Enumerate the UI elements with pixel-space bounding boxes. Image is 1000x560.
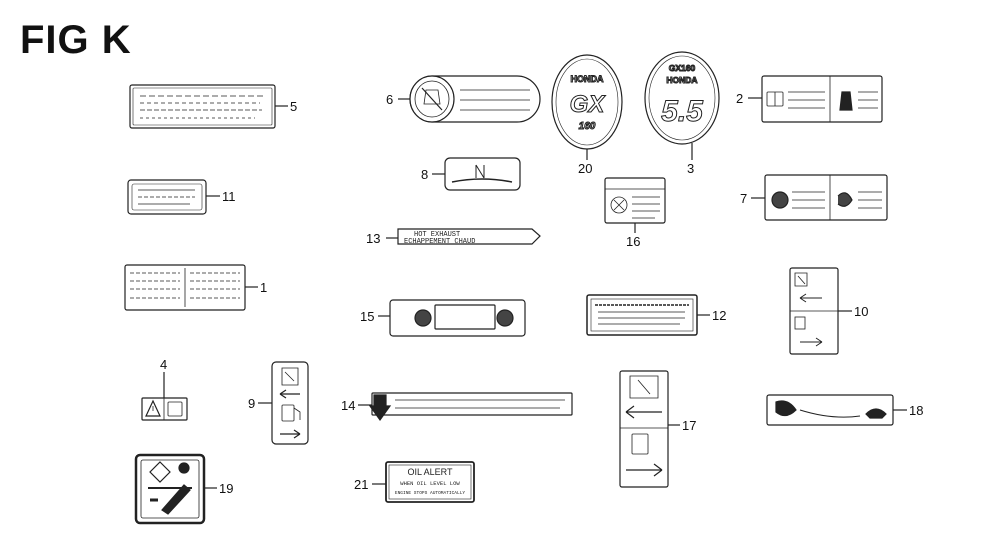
- part-number-11: 11: [222, 189, 236, 204]
- label-15[interactable]: [378, 299, 526, 337]
- emblem20-size: 160: [579, 121, 596, 132]
- emblem3-top: GX160: [669, 63, 696, 73]
- part-number-18: 18: [909, 403, 923, 418]
- emblem3-brand: HONDA: [666, 75, 697, 85]
- part-number-16: 16: [626, 234, 640, 249]
- part-number-21: 21: [354, 477, 368, 492]
- oil-alert-line2: ENGINE STOPS AUTOMATICALLY: [395, 490, 466, 496]
- part-number-8: 8: [421, 167, 428, 182]
- label-6[interactable]: [398, 75, 541, 123]
- part-number-9: 9: [248, 396, 255, 411]
- part-number-10: 10: [854, 304, 868, 319]
- emblem3-hp: 5.5: [661, 95, 704, 128]
- part-number-1: 1: [260, 280, 267, 295]
- label-14[interactable]: [358, 392, 573, 422]
- label-9[interactable]: [258, 361, 309, 445]
- part-number-2: 2: [736, 91, 743, 106]
- part-number-17: 17: [682, 418, 696, 433]
- emblem-20[interactable]: [551, 54, 623, 160]
- label-12[interactable]: [586, 294, 710, 336]
- emblem20-brand: HONDA: [571, 74, 604, 84]
- label-2[interactable]: [748, 75, 883, 123]
- label-21[interactable]: [372, 461, 475, 503]
- part-number-5: 5: [290, 99, 297, 114]
- oil-alert-title: OIL ALERT: [407, 467, 453, 477]
- label-1[interactable]: [124, 264, 258, 311]
- figure-title: FIG K: [20, 18, 132, 62]
- part-number-19: 19: [219, 481, 233, 496]
- part-number-12: 12: [712, 308, 726, 323]
- emblem-3[interactable]: [644, 51, 720, 160]
- label-7[interactable]: [751, 174, 888, 221]
- part-number-14: 14: [341, 398, 355, 413]
- label-13[interactable]: [386, 228, 541, 245]
- label-19[interactable]: [134, 453, 217, 525]
- label-16[interactable]: [604, 177, 666, 233]
- label-4[interactable]: [141, 372, 188, 421]
- label-5[interactable]: [129, 84, 288, 129]
- exhaust-label-line1: HOT EXHAUST: [414, 231, 460, 239]
- label-11[interactable]: [127, 179, 220, 215]
- exhaust-label-line2: ECHAPPEMENT CHAUD: [404, 238, 475, 246]
- part-number-7: 7: [740, 191, 747, 206]
- part-number-20: 20: [578, 161, 592, 176]
- part-number-15: 15: [360, 309, 374, 324]
- label-10[interactable]: [789, 267, 852, 355]
- label-8[interactable]: [432, 157, 521, 191]
- label-17[interactable]: [619, 370, 680, 488]
- part-number-6: 6: [386, 92, 393, 107]
- part-number-13: 13: [366, 231, 380, 246]
- label-18[interactable]: [766, 394, 907, 426]
- emblem20-model: GX: [570, 91, 607, 118]
- part-number-3: 3: [687, 161, 694, 176]
- oil-alert-line1: WHEN OIL LEVEL LOW: [400, 480, 460, 487]
- part-number-4: 4: [160, 357, 167, 372]
